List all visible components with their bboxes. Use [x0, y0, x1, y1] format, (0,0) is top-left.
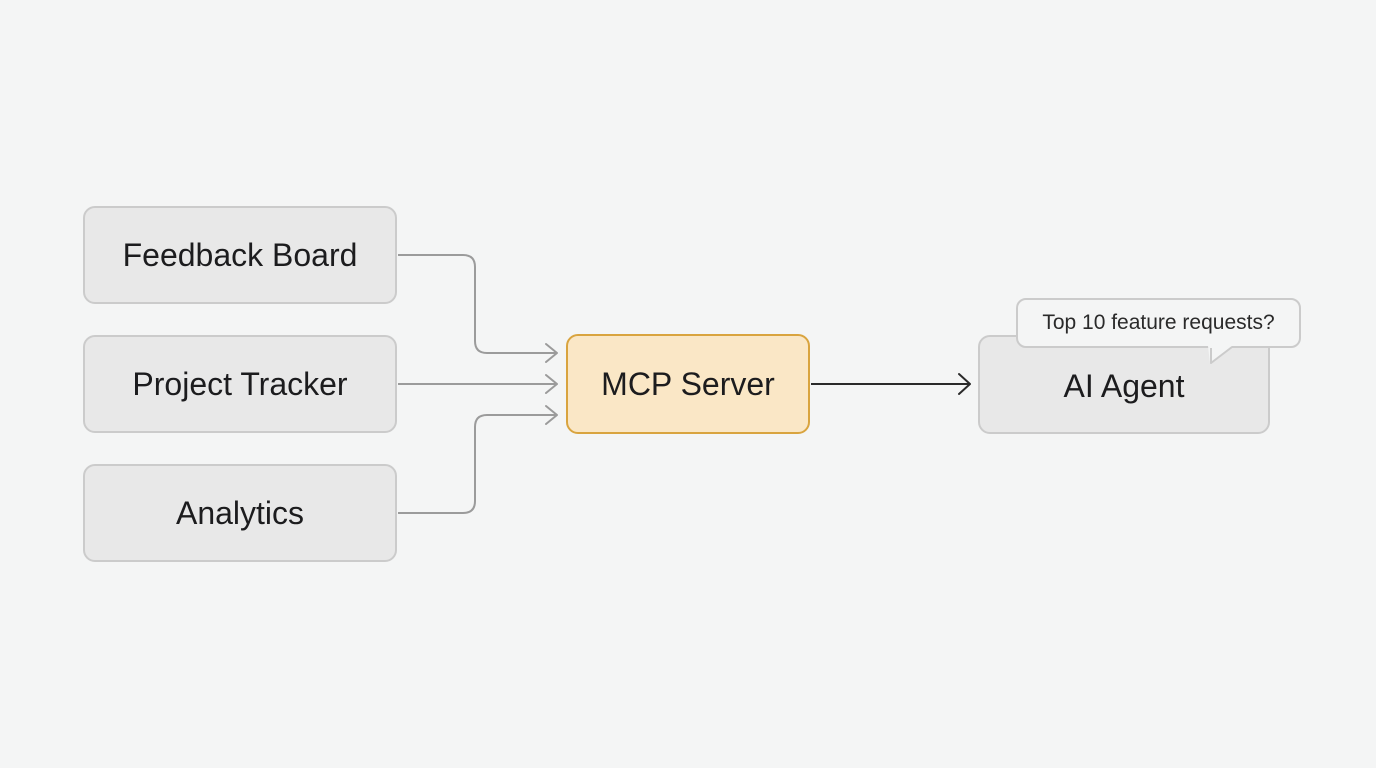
node-feedback-board: Feedback Board	[83, 206, 397, 304]
node-mcp-server: MCP Server	[566, 334, 810, 434]
node-mcp-server-label: MCP Server	[601, 365, 775, 402]
arrowhead-project-tracker	[545, 374, 558, 394]
node-project-tracker: Project Tracker	[83, 335, 397, 433]
node-analytics-label: Analytics	[175, 494, 305, 531]
edge-analytics-to-mcp-server	[398, 414, 556, 514]
node-feedback-board-label: Feedback Board	[122, 236, 358, 273]
node-analytics: Analytics	[83, 464, 397, 562]
arrowhead-analytics	[545, 405, 558, 425]
query-speech-bubble: Top 10 feature requests?	[1016, 298, 1301, 348]
edge-feedback-board-to-mcp-server	[398, 254, 556, 354]
query-bubble-text: Top 10 feature requests?	[1042, 311, 1275, 334]
arrowhead-ai-agent	[958, 373, 971, 395]
node-project-tracker-label: Project Tracker	[132, 365, 348, 402]
speech-bubble-tail-icon	[1208, 346, 1233, 364]
arrowhead-feedback-board	[545, 343, 558, 363]
node-ai-agent-label: AI Agent	[1063, 368, 1185, 404]
